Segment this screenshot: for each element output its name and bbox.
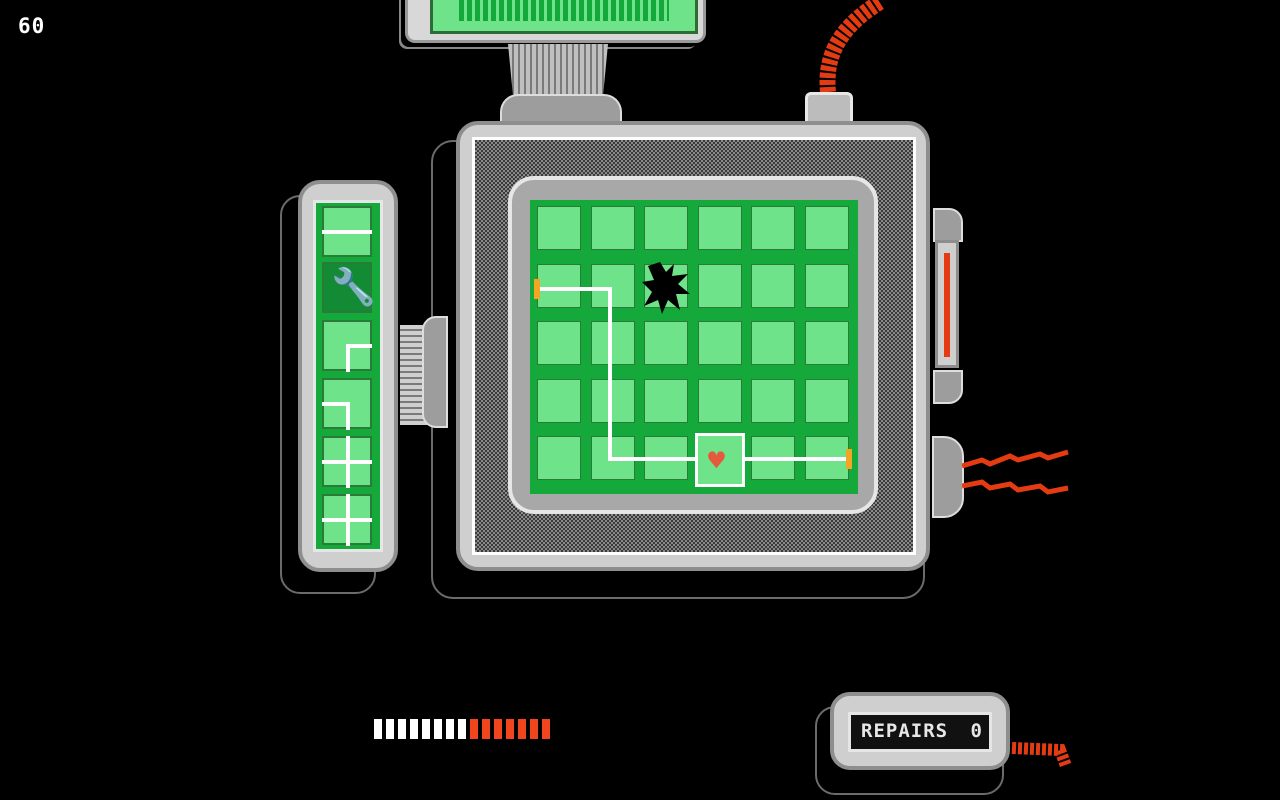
pipe-segment [538,287,612,291]
repairs-display: REPAIRS 0 [848,712,992,752]
pipe-start-cap [534,279,540,299]
red-wires-icon [962,449,1069,495]
tray-slot-cross-pipe[interactable] [322,494,372,546]
board-cell[interactable] [804,206,849,250]
pipe-segment [608,457,698,461]
heart-icon: ♥ [708,444,725,477]
board-cell[interactable] [644,378,688,423]
repairs-value: 0 [970,720,982,742]
top-monitor-screen [430,0,698,34]
health-segment [469,718,479,740]
health-segment [373,718,383,740]
health-segment [409,718,419,740]
red-cable-icon [819,0,885,93]
board-cell[interactable] [590,206,635,250]
board-cell[interactable] [751,378,795,423]
side-port [932,436,964,518]
signal-bars [459,0,669,21]
board-cell[interactable] [804,321,849,365]
board-cell[interactable] [751,206,795,250]
board-cell[interactable] [537,263,581,308]
gauge-cap-top [933,208,963,242]
cable-plug [805,92,853,123]
board-cell[interactable] [697,321,742,365]
crack-icon [642,262,690,314]
health-segment [421,718,431,740]
health-segment [457,718,467,740]
pipe-segment [742,457,848,461]
board-cell[interactable] [590,378,635,423]
side-knob-cap [422,316,448,428]
pipe-end-cap [846,449,852,469]
board-cell[interactable] [697,378,742,423]
board-cell[interactable] [590,321,635,365]
health-segment [445,718,455,740]
tray-slot-elbow-pipe[interactable] [322,320,372,372]
tray-slot-elbow-pipe[interactable] [322,378,372,430]
health-bar [373,718,561,742]
repairs-label: REPAIRS [861,720,949,742]
gauge-cap-bottom [933,370,963,404]
board-cell[interactable] [751,321,795,365]
monitor-neck [508,44,608,96]
health-segment [517,718,527,740]
health-segment [385,718,395,740]
board-cell[interactable] [697,206,742,250]
board-cell[interactable] [537,436,581,480]
board-cell[interactable] [697,263,742,308]
board-cell[interactable] [537,206,581,250]
fps-counter: 60 [18,14,46,38]
health-segment [493,718,503,740]
board-cell[interactable] [644,206,688,250]
tray-slot-wrench[interactable]: 🔧 [322,262,376,313]
pipe-segment [608,287,612,459]
board-cell[interactable] [644,321,688,365]
board-cell[interactable] [804,263,849,308]
board-cell[interactable] [804,378,849,423]
board-cell[interactable] [537,321,581,365]
health-segment [481,718,491,740]
health-segment [541,718,551,740]
health-segment [505,718,515,740]
tray-slot-cross-pipe[interactable] [322,436,372,488]
health-segment [433,718,443,740]
gauge-fill [944,253,950,357]
monitor-base [500,94,622,122]
health-segment [529,718,539,740]
board-cell[interactable] [751,263,795,308]
health-segment [397,718,407,740]
heart-cell[interactable]: ♥ [695,433,745,487]
pipe-board[interactable] [530,200,858,494]
board-cell[interactable] [537,378,581,423]
red-plug-icon [1011,742,1072,769]
pressure-gauge [935,240,959,368]
wrench-icon: 🔧 [331,267,376,308]
board-cell[interactable] [590,263,635,308]
tool-tray-inner [313,200,383,552]
tray-slot-straight-pipe[interactable] [322,206,372,257]
